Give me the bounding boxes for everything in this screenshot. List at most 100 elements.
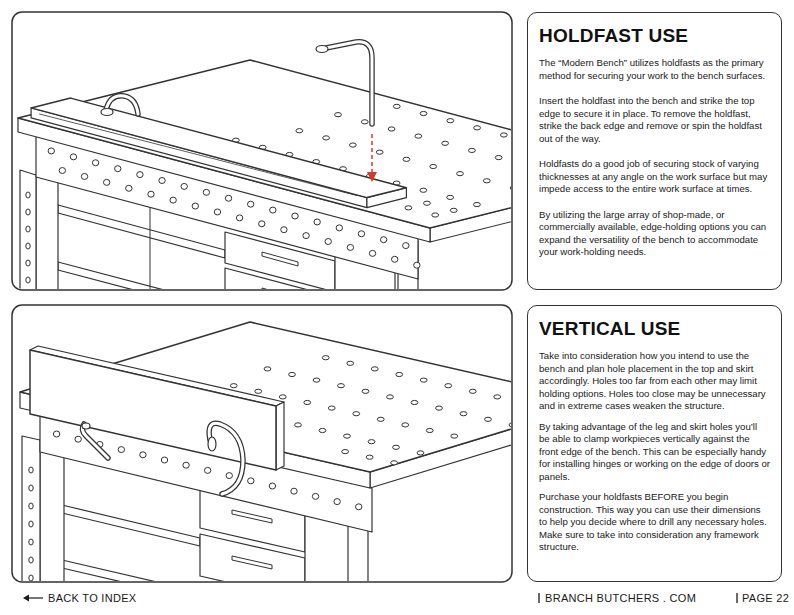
leg-hole: [26, 243, 30, 249]
back-arrow: [27, 597, 43, 598]
drawer-handle: [232, 556, 272, 569]
dog-hole: [494, 395, 501, 399]
drawer-handle: [262, 288, 298, 289]
shelf: [62, 505, 200, 546]
dog-hole: [255, 389, 262, 393]
insert-arrow: [371, 134, 373, 174]
dog-hole: [264, 367, 271, 371]
skirt-hole: [347, 244, 353, 250]
holdfast: [82, 424, 108, 458]
dog-hole: [451, 434, 458, 438]
dog-hole: [483, 179, 490, 183]
leg-hole: [29, 539, 33, 545]
dog-hole: [447, 195, 454, 199]
dog-hole: [279, 395, 286, 399]
text-panel: VERTICAL USETake into consideration how …: [527, 305, 782, 582]
skirt-hole: [118, 447, 124, 453]
drawer-handle: [232, 510, 272, 523]
skirt-hole: [81, 173, 87, 179]
footer-label: BACK TO INDEX: [48, 592, 136, 605]
dog-hole: [430, 164, 437, 168]
dog-hole: [371, 367, 378, 371]
dog-hole: [349, 143, 356, 147]
leg-hole: [29, 521, 33, 527]
back-arrowhead: [23, 595, 29, 602]
skirt-hole: [334, 499, 340, 505]
holdfast: [209, 423, 243, 494]
skirt-hole: [369, 250, 375, 256]
bench-top: [20, 322, 511, 472]
shelf: [58, 262, 225, 289]
leg-hole: [26, 226, 30, 232]
leg-hole: [26, 192, 30, 198]
footer-label: PAGE 22: [742, 592, 789, 605]
skirt-hole: [75, 436, 81, 442]
dog-hole: [500, 133, 507, 137]
dog-hole: [368, 440, 375, 444]
footer-label: BRANCH BUTCHERS . COM: [545, 592, 696, 605]
skirt-hole: [225, 195, 231, 201]
skirt-hole: [140, 452, 146, 458]
skirt-hole: [203, 189, 209, 195]
leg-hole: [26, 260, 30, 266]
dog-hole: [426, 428, 433, 432]
dog-hole: [322, 356, 329, 360]
skirt-hole: [291, 488, 297, 494]
leg: [36, 175, 58, 289]
dog-hole: [335, 113, 342, 117]
drawer: [200, 534, 305, 581]
dog-hole: [411, 400, 418, 404]
holdfast-pad: [101, 109, 113, 116]
divider-bar: [538, 593, 539, 603]
dog-hole: [353, 412, 360, 416]
holdfast: [326, 42, 372, 124]
dog-hole: [361, 120, 368, 124]
text-panel: HOLDFAST USE The “Modern Bench” utilizes …: [527, 12, 782, 290]
dog-hole: [432, 213, 439, 217]
bench-illustration: [18, 42, 511, 289]
panel-paragraph: Take into consideration how you intend t…: [539, 350, 770, 413]
panel-paragraph: Holdfasts do a good job of securing stoc…: [539, 158, 770, 196]
skirt-hole: [148, 191, 154, 197]
skirt-hole: [259, 221, 265, 227]
dog-hole: [420, 111, 427, 115]
leg-hole: [29, 467, 33, 473]
skirt-hole: [115, 166, 121, 172]
skirt-hole: [336, 225, 342, 231]
leg-hole: [29, 503, 33, 509]
dog-hole: [366, 455, 373, 459]
holdfast: [82, 424, 108, 458]
skirt-hole: [204, 467, 210, 473]
panel-paragraph: Insert the holdfast into the bench and s…: [539, 95, 770, 145]
dog-hole: [436, 406, 443, 410]
panel-heading: HOLDFAST USE: [539, 25, 770, 47]
leg: [40, 440, 64, 581]
dog-hole: [376, 150, 383, 154]
skirt-hole: [92, 160, 98, 166]
skirt-hole: [312, 493, 318, 499]
leg: [20, 170, 36, 289]
dog-hole: [469, 389, 476, 393]
drawer-handle: [262, 252, 298, 266]
skirt-hole: [414, 262, 420, 268]
skirt-hole: [248, 478, 254, 484]
dog-hole: [338, 384, 345, 388]
workpiece-board: [30, 350, 276, 470]
skirt-hole: [126, 185, 132, 191]
panel-paragraph: The “Modern Bench” utilizes holdfasts as…: [539, 57, 770, 82]
dog-hole: [387, 395, 394, 399]
skirt-hole: [403, 243, 409, 249]
dog-hole: [447, 119, 454, 123]
workpiece-board: [31, 108, 367, 208]
skirt-hole: [292, 213, 298, 219]
skirt-hole: [380, 237, 386, 243]
dog-hole: [450, 208, 457, 212]
dog-hole: [362, 389, 369, 393]
divider-bar: [736, 593, 737, 603]
bench-illustration: [20, 322, 511, 581]
holdfast-pad: [208, 437, 216, 451]
dog-hole: [393, 445, 400, 449]
skirt-hole: [391, 256, 397, 262]
dog-hole: [388, 127, 395, 131]
